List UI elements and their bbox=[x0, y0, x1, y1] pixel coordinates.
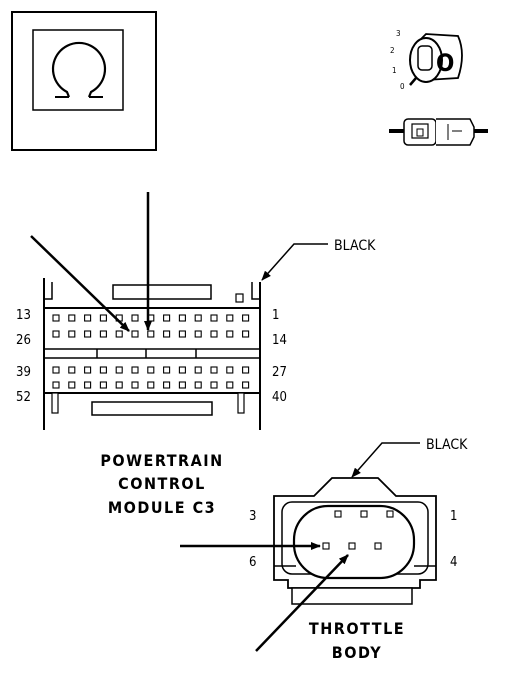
ignition-position-3: 3 bbox=[396, 29, 401, 38]
pcm-pin-cavity bbox=[163, 366, 171, 374]
throttle-pin-label-4: 4 bbox=[450, 555, 457, 570]
pcm-pin-cavity bbox=[210, 330, 218, 338]
throttle-pin-cavity bbox=[386, 510, 394, 518]
throttle-pin-cavity bbox=[374, 542, 382, 550]
pcm-pin-label-26: 26 bbox=[16, 333, 31, 348]
throttle-pin-label-3: 3 bbox=[249, 509, 256, 524]
pcm-pin-cavity bbox=[115, 330, 123, 338]
pcm-pin-cavity bbox=[84, 314, 92, 322]
pcm-pin-cavity bbox=[242, 366, 250, 374]
pcm-pin-label-39: 39 bbox=[16, 365, 31, 380]
pcm-pin-label-14: 14 bbox=[272, 333, 287, 348]
ignition-switch-icon: 3 2 1 0 O bbox=[390, 29, 463, 91]
pcm-title-line-3: MODULE C3 bbox=[108, 498, 216, 517]
pcm-pin-cavity bbox=[242, 330, 250, 338]
throttle-pin-grid bbox=[322, 510, 394, 550]
pcm-pin-cavity bbox=[194, 314, 202, 322]
throttle-connector-color: BLACK bbox=[426, 437, 468, 453]
pcm-pin-cavity bbox=[84, 381, 92, 389]
pcm-connector: 13 26 1 14 39 52 27 40 bbox=[16, 278, 287, 430]
pcm-pin-cavity bbox=[163, 330, 171, 338]
ignition-cylinder-label: O bbox=[436, 49, 454, 77]
pcm-probe-arrow-diagonal bbox=[30, 235, 130, 332]
throttle-body-connector: 3 6 1 4 bbox=[249, 477, 457, 605]
throttle-title-line-1: THROTTLE bbox=[309, 619, 405, 638]
throttle-pin-cavity bbox=[348, 542, 356, 550]
pcm-pin-cavity bbox=[163, 314, 171, 322]
pcm-pin-cavity bbox=[194, 330, 202, 338]
pcm-pin-cavity bbox=[242, 314, 250, 322]
pcm-pin-cavity bbox=[99, 330, 107, 338]
pcm-pin-cavity bbox=[226, 330, 234, 338]
pcm-pin-cavity bbox=[68, 314, 76, 322]
pcm-pin-cavity bbox=[52, 330, 60, 338]
ignition-position-2: 2 bbox=[390, 46, 395, 55]
pcm-pin-label-13: 13 bbox=[16, 308, 31, 323]
pcm-pin-cavity bbox=[115, 366, 123, 374]
pcm-pin-cavity bbox=[99, 366, 107, 374]
throttle-pin-cavity bbox=[322, 542, 330, 550]
pcm-pin-cavity bbox=[210, 314, 218, 322]
pcm-pin-label-40: 40 bbox=[272, 390, 287, 405]
pcm-pin-cavity bbox=[131, 366, 139, 374]
pcm-pin-cavity bbox=[210, 381, 218, 389]
throttle-pin-label-6: 6 bbox=[249, 555, 256, 570]
pcm-pin-cavity bbox=[99, 314, 107, 322]
pcm-pin-cavity bbox=[131, 314, 139, 322]
pcm-pin-cavity bbox=[147, 381, 155, 389]
pcm-pin-cavity bbox=[68, 366, 76, 374]
pcm-pin-cavity bbox=[178, 381, 186, 389]
throttle-color-leader bbox=[351, 442, 420, 478]
pcm-pin-cavity bbox=[68, 381, 76, 389]
pcm-pin-cavity bbox=[226, 366, 234, 374]
pcm-color-leader bbox=[261, 243, 328, 281]
pcm-pin-cavity bbox=[131, 381, 139, 389]
ohmmeter-icon bbox=[11, 11, 157, 151]
pcm-pin-cavity bbox=[210, 366, 218, 374]
pcm-pin-cavity bbox=[178, 330, 186, 338]
pcm-pin-cavity bbox=[131, 330, 139, 338]
pcm-pin-cavity bbox=[226, 314, 234, 322]
throttle-probe-arrow-diagonal bbox=[255, 554, 349, 652]
pcm-pin-cavity bbox=[52, 381, 60, 389]
pcm-pin-cavity bbox=[84, 330, 92, 338]
connector-icon bbox=[389, 118, 488, 146]
pcm-connector-color: BLACK bbox=[334, 238, 376, 254]
pcm-pin-cavity bbox=[52, 314, 60, 322]
pcm-pin-cavity bbox=[99, 381, 107, 389]
pcm-pin-label-1: 1 bbox=[272, 308, 279, 323]
ignition-position-1: 1 bbox=[392, 66, 397, 75]
throttle-pin-cavity bbox=[334, 510, 342, 518]
pcm-pin-cavity bbox=[115, 381, 123, 389]
throttle-title-line-2: BODY bbox=[332, 643, 382, 662]
pcm-pin-cavity bbox=[194, 381, 202, 389]
pcm-title-line-2: CONTROL bbox=[118, 474, 206, 493]
pcm-pin-label-52: 52 bbox=[16, 390, 31, 405]
pcm-pin-cavity bbox=[242, 381, 250, 389]
throttle-pin-label-1: 1 bbox=[450, 509, 457, 524]
pcm-pin-grid bbox=[52, 314, 250, 389]
pcm-pin-label-27: 27 bbox=[272, 365, 287, 380]
pcm-pin-cavity bbox=[194, 366, 202, 374]
pcm-pin-cavity bbox=[226, 381, 234, 389]
throttle-pin-cavity bbox=[360, 510, 368, 518]
pcm-pin-cavity bbox=[178, 314, 186, 322]
pcm-pin-cavity bbox=[68, 330, 76, 338]
ignition-position-0: 0 bbox=[400, 82, 405, 91]
pcm-pin-cavity bbox=[147, 330, 155, 338]
pcm-pin-cavity bbox=[163, 381, 171, 389]
pcm-title-line-1: POWERTRAIN bbox=[100, 451, 223, 470]
pcm-pin-cavity bbox=[147, 366, 155, 374]
pcm-pin-cavity bbox=[84, 366, 92, 374]
pcm-pin-cavity bbox=[52, 366, 60, 374]
pcm-pin-cavity bbox=[178, 366, 186, 374]
